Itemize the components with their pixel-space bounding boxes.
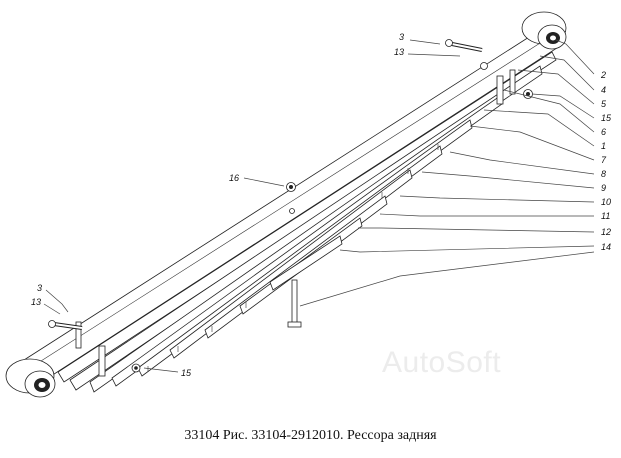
callout-12: 12: [601, 227, 611, 237]
callout-14: 14: [601, 242, 611, 252]
callout-labels: 2 4 5 15 6 1 7 8 9 10 11 12 14 3 13 16 3…: [31, 32, 612, 378]
callout-3-left: 3: [37, 283, 42, 293]
callout-8: 8: [601, 169, 606, 179]
leader-lines: [43, 39, 595, 373]
leaf-10: [269, 235, 343, 291]
centre-bolt: [287, 279, 302, 328]
front-clamp: [75, 321, 106, 377]
center-bolt-hole: [289, 208, 295, 214]
callout-9: 9: [601, 183, 606, 193]
leaf-tip-marks: [147, 144, 439, 372]
watermark: AutoSoft: [382, 346, 502, 379]
callout-10: 10: [601, 197, 611, 207]
callout-1: 1: [601, 141, 606, 151]
leaf-2: [57, 51, 557, 383]
callout-6: 6: [601, 127, 606, 137]
nut-15-right: [523, 89, 533, 99]
leaf-3: [69, 65, 543, 391]
leaf-stack: [23, 29, 561, 393]
callout-16: 16: [229, 173, 239, 183]
callout-11: 11: [601, 211, 610, 221]
figure-caption: 33104 Рис. 33104-2912010. Рессора задняя: [184, 428, 437, 443]
centre-nut: [286, 182, 296, 192]
nut-15-bottom: [131, 363, 141, 373]
rear-clamp: [496, 69, 516, 105]
callout-5: 5: [601, 99, 607, 109]
callout-2: 2: [600, 70, 606, 80]
callout-4: 4: [601, 85, 606, 95]
callout-13-top: 13: [394, 47, 404, 57]
callout-15-right: 15: [601, 113, 612, 123]
rear-clamp-bolt: [445, 39, 483, 52]
rear-clamp-nut: [480, 62, 488, 70]
callout-13-left: 13: [31, 297, 41, 307]
callout-7: 7: [601, 155, 607, 165]
rear-eye-bushing: [521, 11, 567, 50]
callout-15-bottom: 15: [181, 368, 192, 378]
front-eye-bushing: [5, 358, 56, 398]
leaf-5: [111, 119, 473, 387]
front-clamp-bolt: [48, 320, 83, 330]
callout-3-top: 3: [399, 32, 404, 42]
